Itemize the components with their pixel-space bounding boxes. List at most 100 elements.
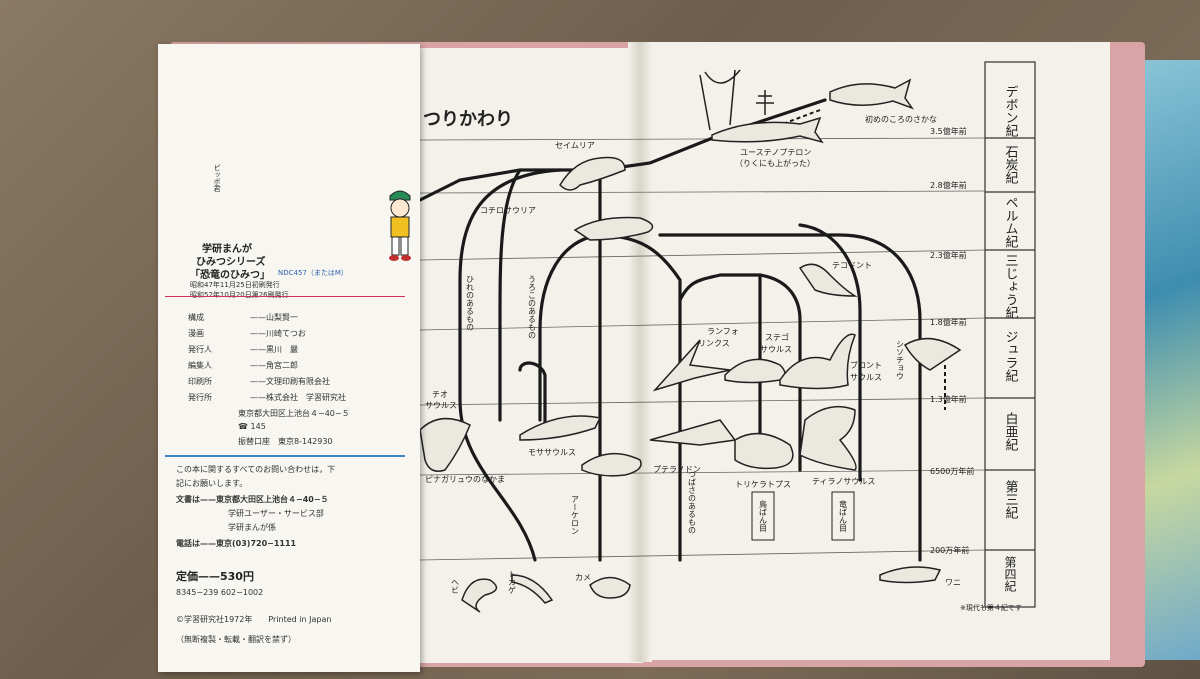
lizard-icon <box>511 574 554 604</box>
plesiosaur-icon <box>419 417 471 472</box>
label-wing-lineage: つばさのあるもの <box>688 470 697 534</box>
turtle-icon <box>589 576 631 599</box>
period-cretaceous: 白亜紀 <box>1003 411 1019 451</box>
stegosaurus-icon <box>724 358 786 384</box>
time-mark-4: 1.3億年前 <box>930 394 967 404</box>
book-code: 8345−239 602−1002 <box>176 588 264 597</box>
archaeopteryx-icon <box>903 337 962 371</box>
furikae-account: 振替口座 東京8-142930 <box>238 437 333 446</box>
credit-row: 発行所——株式会社 学習研究社 <box>188 393 346 402</box>
mosasaur-icon <box>519 415 602 441</box>
divider-blue <box>165 455 405 457</box>
label-rhamph-2: リンクス <box>698 339 730 348</box>
phone-line: 電話は——東京(03)720−1111 <box>176 539 297 548</box>
label-ichthyo-1: チオ <box>432 390 448 399</box>
mascot-label: ピッポ君 <box>213 164 221 192</box>
publisher-address: 東京都大田区上池台４−40−５ <box>238 409 350 418</box>
price: 定価——530円 <box>176 570 254 583</box>
label-crocodile: ワニ <box>945 578 961 587</box>
label-lizard: トカゲ <box>508 570 517 594</box>
phone-icon: ☎ <box>238 422 251 431</box>
chart-footnote: ※現代も第４紀です <box>960 603 1022 612</box>
lineage-branches <box>418 98 922 562</box>
first-print-date: 昭和47年11月25日初刷発行 <box>190 281 280 289</box>
series-line-2: ひみつシリーズ <box>196 257 266 268</box>
time-mark-5: 6500万年前 <box>930 466 974 476</box>
credit-row: 漫画——川崎てつお <box>188 329 306 338</box>
credit-row: 構成——山梨賢一 <box>188 313 298 322</box>
copyright: ©学習研究社1972年 Printed in Japan <box>176 615 332 624</box>
tyrannosaurus-icon <box>799 405 857 471</box>
period-column <box>984 61 1036 608</box>
triceratops-icon <box>734 432 794 470</box>
snake-icon <box>461 578 498 613</box>
period-permian: ペルム紀 <box>1003 196 1019 248</box>
period-tertiary: 第三紀 <box>1003 480 1019 519</box>
time-mark-6: 200万年前 <box>930 545 969 555</box>
credit-row: 印刷所——文理印刷有限会社 <box>188 377 330 386</box>
label-first-fish: 初めのころのさかな <box>865 114 937 124</box>
credit-row: 編集人——角宮二郎 <box>188 361 298 370</box>
fish-icon <box>829 78 914 110</box>
label-bronto-2: サウルス <box>850 373 882 382</box>
label-lizard-hipped: 竜ばん目 <box>839 499 848 533</box>
ndc-code: NDC457（またはM） <box>278 269 348 277</box>
label-pteranodon: プテラノドン <box>653 465 701 474</box>
latest-print-date: 昭和52年10月20日第26刷発行 <box>190 291 289 299</box>
label-triceratops: トリケラトプス <box>735 480 791 489</box>
crocodile-icon <box>879 566 942 584</box>
book-gutter <box>628 42 652 662</box>
pteranodon-icon <box>649 419 737 446</box>
label-eusthenopteron-note: （りくにも上がった） <box>735 158 815 168</box>
time-mark-1: 2.8億年前 <box>930 180 967 190</box>
label-stego-1: ステゴ <box>765 332 789 342</box>
label-mosasaur: モササウルス <box>528 448 576 457</box>
label-eusthenopteron: ユーステノプテロン <box>740 148 811 157</box>
book-title: 「恐竜のひみつ」 <box>190 270 270 281</box>
series-line-1: 学研まんが <box>202 244 252 255</box>
mail-department: 学研ユーザー・サービス部 <box>228 509 324 518</box>
right-page <box>640 42 1110 660</box>
archelon-icon <box>581 452 642 477</box>
label-seymouria: セイムリア <box>555 141 595 150</box>
label-snake: ヘビ <box>451 578 460 594</box>
label-archaeopteryx: シソチョウ <box>896 340 905 380</box>
tree-icon <box>699 69 774 131</box>
time-mark-0: 3.5億年前 <box>930 126 967 136</box>
mail-address: 文書は——東京都大田区上池台４−40−５ <box>176 495 329 504</box>
mail-section: 学研まんが係 <box>228 523 276 532</box>
brontosaurus-icon <box>779 333 856 390</box>
inquiry-line-2: 記にお願いします。 <box>176 479 248 488</box>
label-bronto-1: ブロント <box>850 360 882 370</box>
tecodont-icon <box>798 263 858 297</box>
book-flap: ピッポ君 学研まんが ひみつシリーズ 「恐竜のひみつ」 NDC457（またはM）… <box>158 44 420 672</box>
period-jurassic: ジュラ紀 <box>1003 330 1019 382</box>
time-mark-2: 2.3億年前 <box>930 250 967 260</box>
period-triassic: 三じょう紀 <box>1003 254 1019 319</box>
label-scale-lineage: うろこのあるもの <box>528 275 537 339</box>
label-fin-lineage: ひれのあるもの <box>466 275 475 331</box>
label-tyrannosaurus: ティラノサウルス <box>812 477 875 486</box>
time-lines <box>419 137 986 561</box>
label-bird-hipped: 鳥ばん目 <box>759 499 768 533</box>
period-devonian: デボン紀 <box>1003 85 1019 137</box>
label-cotylosaur: コチロサウリア <box>480 206 536 215</box>
phone-icon-number: ☎ 145 <box>238 422 266 431</box>
inquiry-line-1: この本に関するすべてのお問い合わせは，下 <box>176 465 336 474</box>
divider-red <box>165 296 405 297</box>
label-archelon: アーケロン <box>571 495 580 535</box>
pterosaur-icon <box>652 339 731 392</box>
period-quaternary: 第四紀 <box>1003 556 1017 592</box>
label-ichthyo-2: サウルス <box>425 401 457 410</box>
label-stego-2: サウルス <box>760 345 792 354</box>
label-plesiosaur: ピナガリュウのなかま <box>425 474 505 484</box>
credit-row: 発行人——黒川 嚴 <box>188 345 298 354</box>
period-carboniferous: 石炭紀 <box>1003 145 1019 184</box>
reproduction-notice: （無断複製・転載・翻訳を禁ず） <box>176 635 296 644</box>
label-rhamph-1: ランフォ <box>707 327 739 336</box>
label-turtle: カメ <box>575 573 591 582</box>
cotylosaur-icon <box>573 216 654 241</box>
mascot-illustration <box>380 186 420 264</box>
eusthenopteron-icon <box>711 116 824 144</box>
